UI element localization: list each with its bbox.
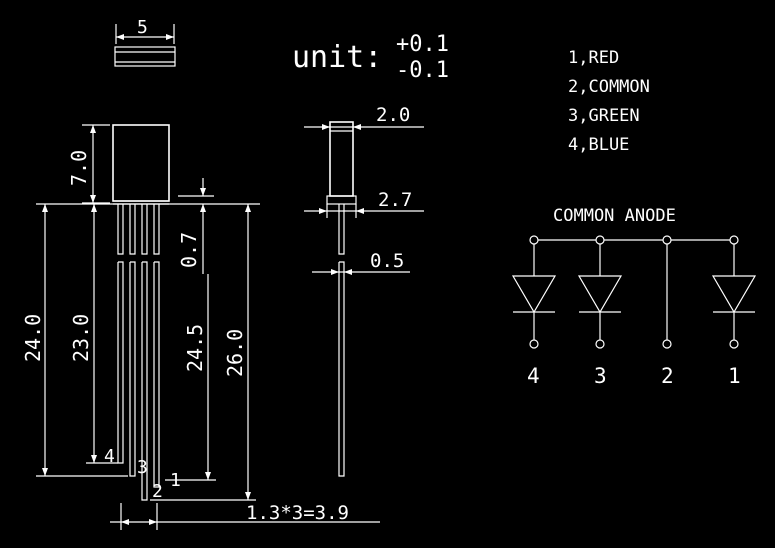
dim-body-height: 7.0 [67,150,91,186]
dim-side-mid: 2.7 [378,189,412,211]
front-pin-3: 3 [137,457,148,478]
dim-side-lead: 0.5 [370,250,404,272]
pin-2-label: 2,COMMON [568,77,650,97]
pin-1-label: 1,RED [568,48,619,68]
schematic-pin-3: 3 [594,364,607,388]
dim-lead-23-0: 23.0 [69,314,93,362]
dim-pitch: 1.3*3=3.9 [246,502,349,524]
unit-block: unit: +0.1 -0.1 [292,32,449,83]
schematic-title: COMMON ANODE [553,206,676,226]
schematic-pin-2: 2 [661,364,674,388]
unit-label: unit: [292,40,382,75]
front-leads [117,204,160,501]
dim-lead-24-5: 24.5 [183,324,207,372]
top-view-body [114,46,176,67]
pin-4-label: 4,BLUE [568,135,629,155]
front-view: 7.0 0.7 24.0 23.0 24.5 26.0 4 [21,124,380,530]
diode-3 [577,244,623,349]
diode-1 [711,244,757,349]
front-pin-1: 1 [170,470,181,491]
dim-body-offset: 0.7 [177,232,201,268]
front-pin-2: 2 [152,481,163,502]
dim-side-top: 2.0 [376,104,410,126]
unit-minus: -0.1 [396,58,449,83]
diode-4 [511,244,557,349]
unit-plus: +0.1 [396,32,449,57]
dim-lead-26-0: 26.0 [223,329,247,377]
common-lead-2 [662,244,672,349]
schematic-pin-4: 4 [527,364,540,388]
side-view: 2.0 2.7 0.5 [304,104,424,477]
pin-3-label: 3,GREEN [568,106,640,126]
dim-lead-24-0: 24.0 [21,314,45,362]
common-anode-schematic: COMMON ANODE [511,206,757,388]
dim-top-width: 5 [137,17,148,38]
top-view: 5 [114,17,176,67]
side-body [329,121,354,197]
front-pin-4: 4 [104,446,115,467]
pin-list: 1,RED 2,COMMON 3,GREEN 4,BLUE [568,48,650,155]
front-body [112,124,170,202]
schematic-pin-1: 1 [728,364,741,388]
